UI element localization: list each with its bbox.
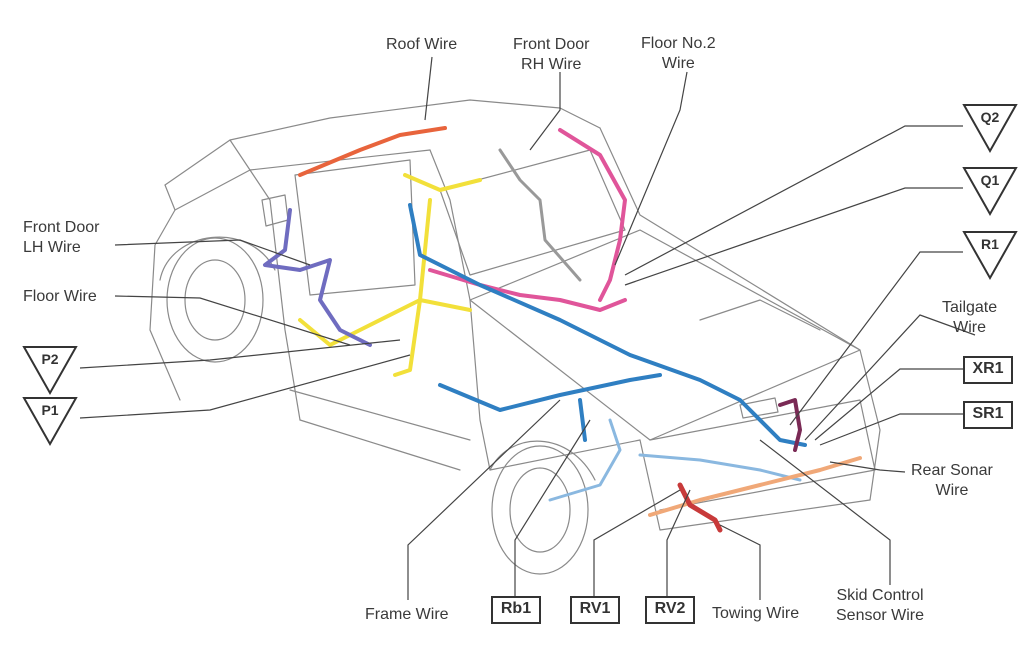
truck-outline [149,99,881,575]
label-floor-no2-wire-line1: Floor No.2 [641,35,716,52]
label-towing-wire: Towing Wire [712,605,800,622]
connector-triangle-q2: Q2 [962,103,1018,155]
front-door-rh-wire-harness [498,148,582,282]
frame-wire-harness [408,203,807,447]
floor-wire-harness [298,173,482,377]
connector-triangle-q1: Q1 [962,166,1018,218]
label-front-door-rh-wire-line1: Front Door [513,36,590,53]
front-door-lh-wire-harness [263,208,372,347]
label-front-door-rh-wire: Front Door RH Wire [513,35,589,75]
connector-triangle-r1-label: R1 [981,236,999,252]
roof-wire-harness [298,126,447,177]
connector-box-rb1: Rb1 [491,596,541,624]
label-roof-wire: Roof Wire [386,36,458,53]
connector-box-rv2: RV2 [645,596,695,624]
connector-box-sr1: SR1 [963,401,1013,429]
label-rear-sonar-wire: Rear Sonar Wire [911,461,993,501]
connector-box-rv1: RV1 [570,596,620,624]
label-tailgate-wire: Tailgate Wire [942,298,997,338]
connector-triangle-p1: P1 [22,396,78,448]
label-front-door-lh-wire: Front Door LH Wire [23,218,99,258]
label-floor-no2-wire: Floor No.2 Wire [641,34,716,74]
label-skid-control-sensor-wire-line2: Sensor Wire [836,607,925,624]
connector-triangle-p2: P2 [22,345,78,397]
towing-wire-harness [677,482,723,533]
label-tailgate-wire-line2: Wire [953,319,987,336]
label-frame-wire: Frame Wire [365,606,449,623]
leader-lines [79,56,976,600]
wire-harnesses [263,126,862,533]
label-rear-sonar-wire-line1: Rear Sonar [911,462,993,479]
label-skid-control-sensor-wire-line1: Skid Control [836,587,924,604]
label-tailgate-wire-line1: Tailgate [942,299,998,316]
label-floor-wire: Floor Wire [23,288,97,305]
label-rear-sonar-wire-line2: Wire [935,482,969,499]
label-floor-no2-wire-line2: Wire [661,55,695,72]
floor-no2-wire-harness [428,128,627,312]
label-front-door-lh-wire-line1: Front Door [23,219,100,236]
label-skid-control-sensor-wire: Skid Control Sensor Wire [836,586,924,626]
connector-triangle-p1-label: P1 [41,402,59,418]
connector-triangle-r1: R1 [962,230,1018,282]
connector-triangle-p2-label: P2 [41,351,59,367]
label-front-door-lh-wire-line2: LH Wire [23,239,81,256]
connector-triangle-q1-label: Q1 [980,172,1000,188]
connector-box-xr1: XR1 [963,356,1013,384]
skid-control-sensor-wire-harness [548,418,802,502]
label-front-door-rh-wire-line2: RH Wire [521,56,582,73]
connector-triangle-q2-label: Q2 [980,109,1000,125]
